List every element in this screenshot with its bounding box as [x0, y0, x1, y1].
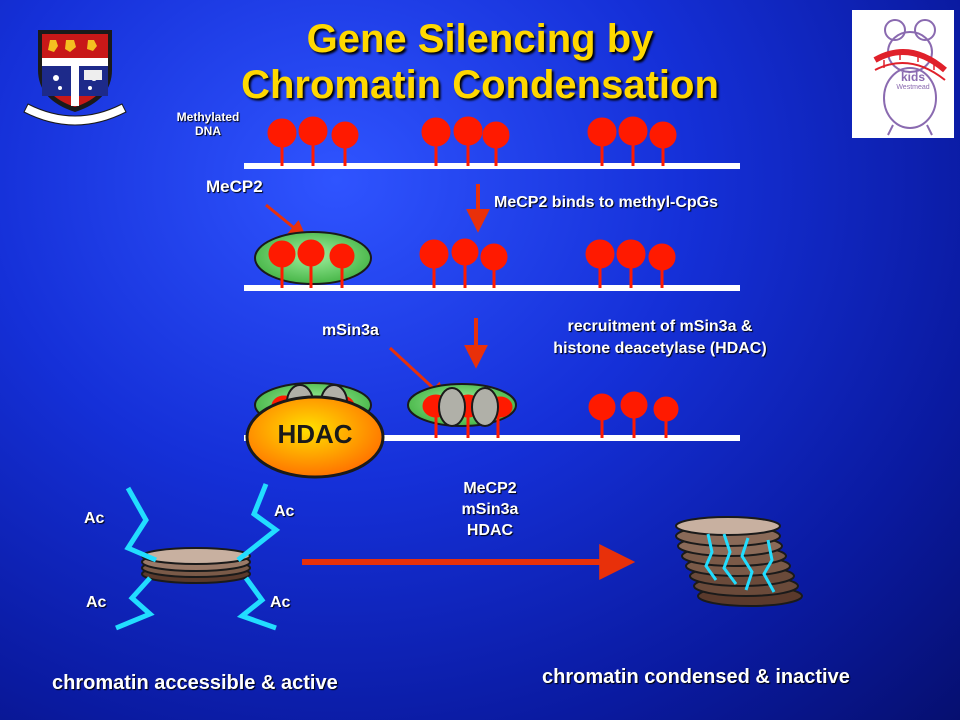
ac-label-bottom-right: Ac: [270, 594, 291, 611]
msin3a-protein-middle-1: [438, 387, 466, 427]
hdac-protein: [245, 395, 385, 479]
accessible-caption: chromatin accessible & active: [52, 672, 338, 694]
dna-row-1: [244, 116, 740, 169]
methylated-dna-label-line-2: DNA: [195, 124, 221, 138]
methylated-dna-label: Methylated DNA: [168, 110, 248, 138]
methylated-dna-label-line-1: Methylated: [176, 110, 240, 124]
hdac-label: HDAC: [277, 419, 353, 449]
step2-label-line-1: recruitment of mSin3a &: [567, 318, 753, 335]
kids-logo-text: kids: [900, 70, 925, 84]
title-line-2: Chromatin Condensation: [241, 63, 719, 107]
msin3a-label: mSin3a: [322, 322, 379, 339]
university-crest-logo: [23, 30, 127, 126]
msin3a-protein-middle-2: [471, 387, 499, 427]
condensed-nucleosome-stack: [675, 516, 803, 607]
acetyl-tail-top-left: [124, 486, 157, 563]
complex-label-hdac: HDAC: [466, 522, 514, 539]
mecp2-pointer-arrow: [265, 203, 307, 239]
ac-label-top-right: Ac: [274, 503, 295, 520]
kids-westmead-logo: [852, 10, 954, 138]
methyl-pins-row-1: [267, 116, 677, 166]
complex-label-msin3a: mSin3a: [461, 501, 519, 518]
acetyl-tail-bottom-left: [115, 576, 155, 631]
step2-label-line-2: histone deacetylase (HDAC): [553, 340, 767, 357]
ac-label-bottom-left: Ac: [86, 594, 107, 611]
acetyl-tail-bottom-right: [236, 576, 277, 631]
dna-row-2: [244, 231, 740, 291]
step2-label: recruitment of mSin3a & histone deacetyl…: [510, 316, 810, 360]
complex-label-mecp2: MeCP2: [463, 480, 517, 497]
title-line-1: Gene Silencing by: [306, 17, 654, 61]
dna-row-3: [244, 382, 740, 479]
step1-label: MeCP2 binds to methyl-CpGs: [494, 194, 719, 211]
complex-label: MeCP2 mSin3a HDAC: [440, 478, 540, 541]
condensed-caption: chromatin condensed & inactive: [542, 666, 850, 688]
acetyl-tail-top-right: [236, 483, 281, 562]
mecp2-label: MeCP2: [206, 177, 263, 196]
ac-label-top-left: Ac: [84, 510, 105, 527]
kids-logo-subtext: Westmead: [896, 84, 930, 91]
open-nucleosome: [115, 483, 281, 631]
